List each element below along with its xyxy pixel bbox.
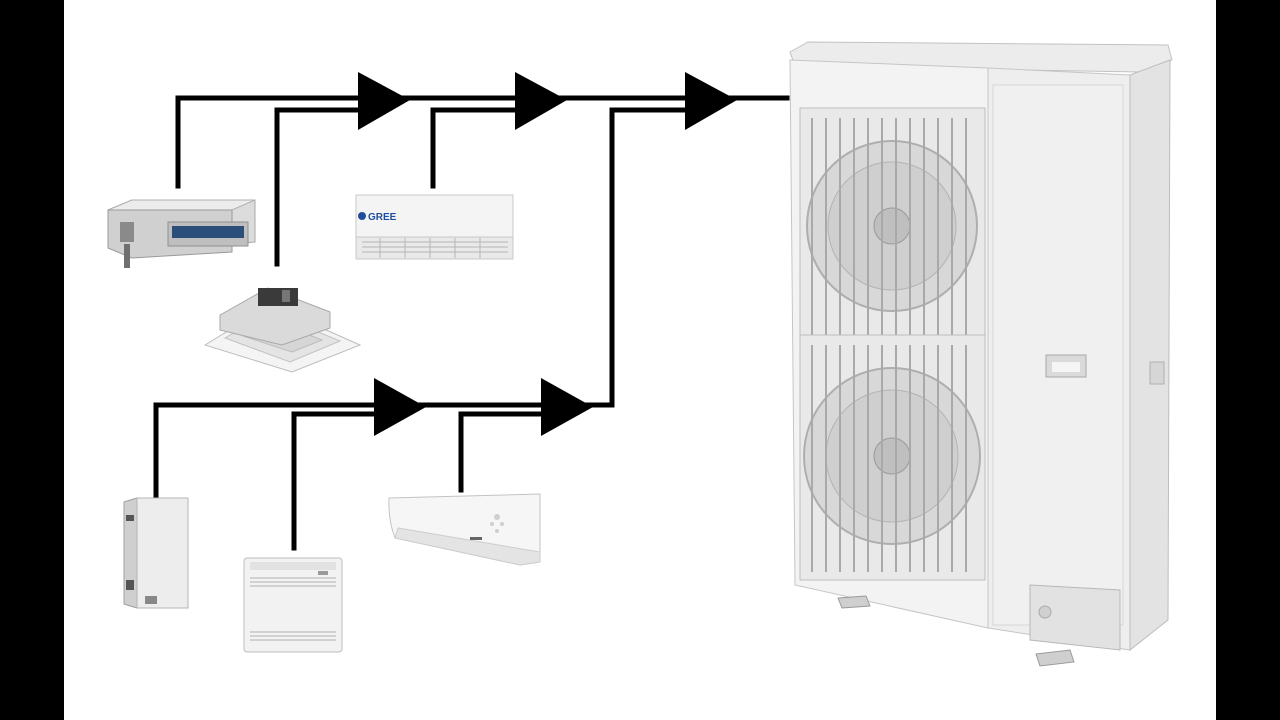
flow-arrow-3 bbox=[685, 72, 737, 130]
right-frame-bar bbox=[1216, 0, 1280, 720]
brand-logo-icon bbox=[358, 212, 366, 220]
wall-split-unit-icon bbox=[388, 493, 541, 566]
ceiling-floor-unit-icon: GREE bbox=[355, 194, 514, 260]
pipe-lower-riser bbox=[589, 107, 693, 408]
flow-arrow-5 bbox=[541, 378, 593, 436]
lower-fan-guard bbox=[799, 334, 986, 581]
dual-fan-outdoor-unit-icon bbox=[789, 41, 1173, 667]
outdoor-foot-left bbox=[837, 595, 871, 609]
pipe-ceiling-floor-unit bbox=[430, 107, 523, 189]
flow-arrow-2 bbox=[515, 72, 567, 130]
pipe-ducted-unit bbox=[175, 95, 790, 189]
flow-arrows bbox=[358, 72, 737, 436]
pipe-wall-mounted-unit bbox=[458, 411, 548, 493]
upper-fan-guard bbox=[799, 107, 986, 346]
ceiling-unit-brand-label: GREE bbox=[368, 212, 397, 223]
left-frame-bar bbox=[0, 0, 64, 720]
floor-console-unit-icon bbox=[243, 557, 343, 653]
ducted-indoor-unit-icon bbox=[107, 199, 256, 268]
refrigerant-piping bbox=[153, 95, 790, 551]
flow-arrow-4 bbox=[374, 378, 426, 436]
outdoor-foot-right bbox=[1035, 649, 1075, 667]
ceiling-cassette-unit-icon bbox=[203, 287, 362, 373]
pipe-floor-console-unit bbox=[291, 411, 383, 551]
pipe-air-handler-unit bbox=[153, 402, 595, 501]
pipe-cassette-unit bbox=[274, 107, 365, 267]
flow-arrow-1 bbox=[358, 72, 410, 130]
vertical-air-handler-icon bbox=[123, 497, 189, 609]
